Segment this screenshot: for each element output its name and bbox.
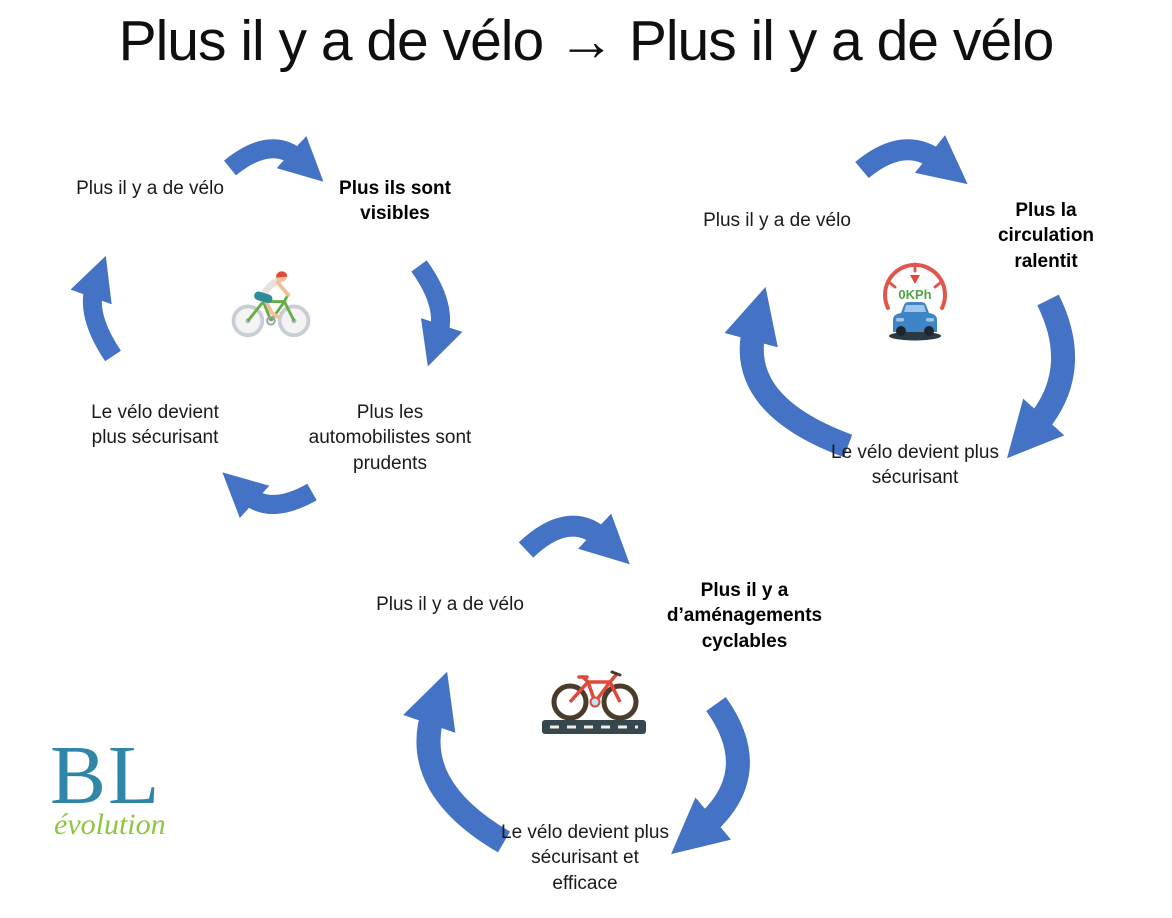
cycle2-arrow-right [1007, 294, 1075, 459]
cycle1-arrow-right [411, 260, 463, 367]
cycle2-arrow-left [724, 286, 853, 458]
cycle3-cause-label: Plus il y a de vélo [376, 594, 524, 615]
speedometer-value: 0KPh [898, 287, 931, 302]
cycle2-arrow-top [855, 135, 968, 185]
cycle1-arrow-bottom [222, 472, 317, 518]
cycle2-effect-label: Plus la circulation ralentit [997, 200, 1095, 272]
cycle2-step3-label: Le vélo devient plus sécurisant [831, 442, 999, 489]
cycle3-arrow-left [403, 671, 511, 853]
cycle1-arrow-top [224, 136, 324, 182]
cycle2-cause-label: Plus il y a de vélo [703, 210, 851, 231]
cycle3-arrow-top [518, 513, 630, 565]
bicycle-road-icon [538, 656, 650, 738]
bl-evolution-logo: BL évolution [50, 729, 166, 842]
cycle3-step3-label: Le vélo devient plus sécurisant et effic… [501, 822, 669, 894]
cycle1-effect-label: Plus ils sont visibles [339, 178, 451, 225]
cycle1-step3-label: Plus les automobilistes sont prudents [308, 402, 472, 474]
cycle3-effect-label: Plus il y a d’aménagements cyclables [666, 580, 823, 652]
cycle1-cause-label: Plus il y a de vélo [76, 178, 224, 199]
cycle1-step4-label: Le vélo devient plus sécurisant [91, 402, 219, 449]
cyclist-icon [222, 268, 318, 339]
logo-sub-text: évolution [54, 807, 166, 841]
car-speedometer-icon: 0KPh [863, 258, 967, 342]
page-title: Plus il y a de vélo → Plus il y a de vél… [118, 9, 1055, 73]
cycle1-arrow-left [70, 255, 121, 362]
cycle3-arrow-right [671, 697, 750, 855]
logo-main-text: BL [50, 729, 162, 822]
